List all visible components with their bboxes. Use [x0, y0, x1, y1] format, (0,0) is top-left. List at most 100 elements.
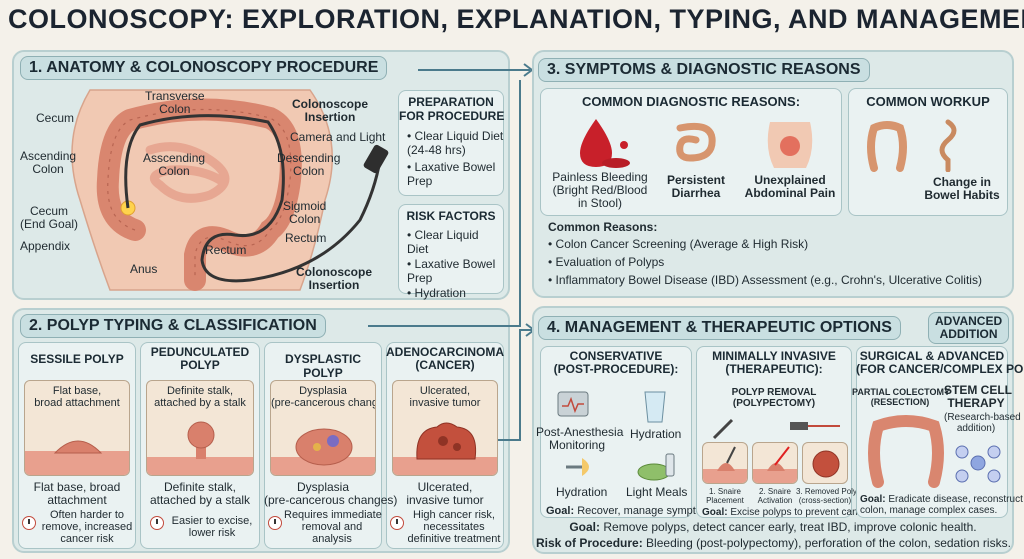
prep-box: PREPARATION FOR PROCEDURE • Clear Liquid… [398, 90, 504, 196]
snare-step-2-label: 2. Snaire Activation [757, 487, 793, 505]
risk-text: Bleeding (post-polypectomy), perforation… [646, 536, 1011, 550]
polyp-type-dysplastic: DYSPLASTIC POLYP [284, 352, 361, 380]
goal-text: Remove polyps, detect cancer early, trea… [603, 520, 977, 534]
page-title: COLONOSCOPY: EXPLORATION, EXPLANATION, T… [8, 4, 1024, 34]
management-goal: Goal: Remove polyps, detect cancer early… [536, 521, 1010, 534]
removed-polyp-illustration [812, 450, 840, 478]
sessile-note: Often harder to remove, increased cancer… [41, 509, 133, 545]
tumor-illustration [393, 422, 497, 475]
conservative-box [540, 346, 692, 518]
goal-text: Excise polyps to prevent cancer [730, 507, 872, 518]
stem-cell-title: STEM CELL THERAPY [944, 383, 1012, 410]
dysplastic-polyp-illustration [271, 428, 375, 475]
minimally-invasive-title: MINIMALLY INVASIVE (THERAPEUTIC): [712, 349, 836, 376]
snare-tools-icon [712, 418, 840, 440]
risk-item: • Clear Liquid Diet [407, 228, 479, 256]
colonoscope-handle [363, 144, 389, 174]
light-meal-icon [637, 453, 675, 481]
sessile-card: Flat base, broad attachment [24, 380, 130, 476]
workup-bowel-habits: Change in Bowel Habits [924, 175, 1000, 202]
goal-label: Goal: [546, 505, 575, 517]
conservative-goal: Goal: Recover, manage symptoms. [546, 505, 720, 518]
label-colonoscope-insertion-top: Colonoscope Insertion [292, 97, 369, 124]
common-reasons-title: Common Reasons: [548, 220, 658, 234]
label-cecum-end-goal: Cecum (End Goal) [20, 204, 79, 231]
sessile-card-caption: Flat base, broad attachment [34, 385, 120, 409]
polyp-type-adenocarcinoma: ADENOCARCINOMA (CANCER) [386, 345, 504, 372]
prep-item-text: Clear Liquid Diet (24-48 hrs) [407, 129, 504, 157]
conservative-hydration-2: Hydration [556, 485, 608, 499]
prep-title: PREPARATION FOR PROCEDURE [399, 95, 505, 123]
risk-factors-box: RISK FACTORS • Clear Liquid Diet • Laxat… [398, 204, 504, 300]
conservative-monitoring: Post-Anesthesia Monitoring [536, 425, 624, 452]
polypectomy-title: POLYP REMOVAL (POLYPECTOMY) [731, 387, 817, 409]
risk-item: • Hydration [407, 286, 466, 300]
section2-title: 2. POLYP TYPING & CLASSIFICATION [20, 314, 326, 338]
conservative-hydration-1: Hydration [630, 427, 682, 441]
prep-item: • Clear Liquid Diet (24-48 hrs) [407, 129, 504, 157]
polyp-type-sessile: SESSILE POLYP [30, 352, 124, 366]
risk-item: • Laxative Bowel Prep [407, 257, 496, 285]
clock-icon [22, 516, 36, 530]
adenocarcinoma-card-caption: Ulcerated, invasive tumor [409, 385, 481, 409]
procedure-risk: Risk of Procedure: Bleeding (post-polype… [536, 536, 1011, 550]
common-workup-title: COMMON WORKUP [866, 94, 990, 109]
snare-step-3-label: 3. Removed Polyp (cross-section) [796, 487, 862, 505]
label-rectum-inner: Rectum [205, 243, 247, 257]
polyp-type-pedunculated: PEDUNCULATED POLYP [150, 345, 250, 372]
snare-step-1 [702, 442, 748, 484]
symptom-abdominal-pain: Unexplained Abdominal Pain [744, 173, 836, 200]
snare-step-2 [752, 442, 798, 484]
snare-activation-illustration [753, 446, 797, 483]
label-cecum: Cecum [36, 111, 75, 125]
snare-step-1-label: 1. Snaire Placement [706, 487, 744, 505]
clock-icon [268, 516, 282, 530]
label-asscending-colon: Asscending Colon [143, 151, 206, 178]
goal-text: Recover, manage symptoms. [577, 505, 720, 517]
pedunculated-note: Easier to excise, lower risk [171, 515, 253, 539]
snare-placement-illustration [703, 446, 747, 483]
label-ascending-colon: Ascending Colon [20, 149, 77, 176]
stem-cell-icon [955, 445, 1001, 483]
label-anus: Anus [130, 262, 158, 276]
goal-label: Goal: [702, 507, 728, 518]
minimal-goal: Goal: Excise polyps to prevent cancer [702, 506, 872, 519]
goal-label: Goal: [569, 520, 601, 534]
symptom-diarrhea: Persistent Diarrhea [666, 173, 726, 200]
dysplastic-card-caption: Dysplasia (pre-cancerous changes) [271, 385, 375, 409]
snare-step-3 [802, 442, 848, 484]
surgical-title: SURGICAL & ADVANCED (FOR CANCER/COMPLEX … [856, 349, 1024, 376]
reason-text: Colon Cancer Screening (Average & High R… [555, 237, 809, 251]
prep-item: • Laxative Bowel Prep [407, 160, 496, 188]
reason-item: • Inflammatory Bowel Disease (IBD) Asses… [548, 273, 982, 287]
dysplastic-card: Dysplasia (pre-cancerous changes) [270, 380, 376, 476]
prep-item-text: Laxative Bowel Prep [407, 160, 496, 188]
reason-item: • Colon Cancer Screening (Average & High… [548, 237, 809, 251]
small-intestine [145, 142, 230, 203]
risk-label: Risk of Procedure: [536, 536, 643, 550]
section1-title: 1. ANATOMY & COLONOSCOPY PROCEDURE [20, 56, 388, 80]
label-rectum: Rectum [285, 231, 327, 245]
risk-factors-title: RISK FACTORS [406, 209, 496, 223]
colonoscope-tube [124, 114, 382, 283]
goal-label: Goal: [860, 494, 886, 505]
surgical-goal: Goal: Eradicate disease, reconstruct col… [860, 494, 1023, 516]
conservative-light-meals: Light Meals [626, 485, 688, 499]
water-glass-icon [644, 391, 666, 423]
label-colonoscope-insertion-bottom: Colonoscope Insertion [296, 265, 373, 292]
risk-item-text: Laxative Bowel Prep [407, 257, 496, 285]
sessile-desc: Flat base, broad attachment [33, 480, 121, 507]
colon-anatomy-illustration [71, 89, 389, 291]
risk-item-text: Clear Liquid Diet [407, 228, 479, 256]
reason-item: • Evaluation of Polyps [548, 255, 665, 269]
stem-cell-subtitle: (Research-based addition) [944, 412, 1021, 434]
abdominal-pain-icon [767, 122, 813, 168]
diarrhea-intestine-icon [676, 122, 716, 162]
diagnostic-reasons-title: COMMON DIAGNOSTIC REASONS: [581, 94, 801, 109]
label-transverse-colon: Transverse Colon [145, 89, 205, 116]
pedunculated-polyp-illustration [147, 421, 253, 475]
clock-icon [390, 516, 404, 530]
section4-title: 4. MANAGEMENT & THERAPEUTIC OPTIONS [538, 316, 901, 340]
monitor-icon [557, 391, 589, 417]
pedunculated-desc: Definite stalk, attached by a stalk [149, 480, 251, 507]
